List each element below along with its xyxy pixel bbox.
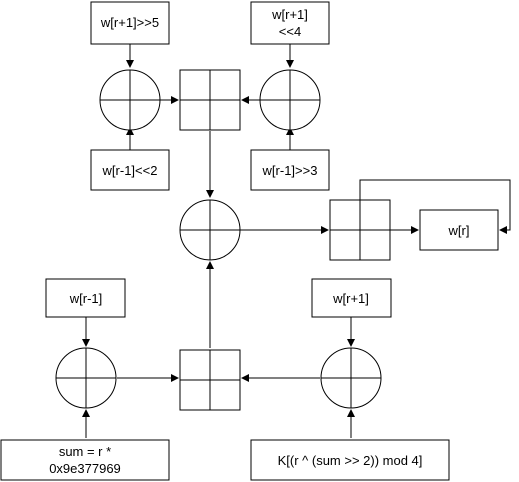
box-sum: sum = r * 0x9e377969 bbox=[0, 439, 170, 481]
box-w-r-text: w[r] bbox=[448, 223, 470, 238]
xor-top-right-icon bbox=[259, 69, 321, 131]
box-w-r1-shr5: w[r+1]>>5 bbox=[90, 1, 170, 45]
connectors bbox=[82, 44, 511, 438]
box-w-r1-text: w[r+1] bbox=[332, 291, 369, 306]
box-w-r1-shl4-line1: w[r+1] bbox=[271, 7, 308, 22]
box-w-r1-shr5-text: w[r+1]>>5 bbox=[100, 15, 159, 30]
box-key: K[(r ^ (sum >> 2)) mod 4] bbox=[250, 439, 450, 481]
box-w-r1-shl4-line2: <<4 bbox=[279, 24, 301, 39]
arrow-w-r-feedback bbox=[359, 179, 511, 234]
add-bottom-icon bbox=[179, 349, 241, 411]
box-sum-line1: sum = r * bbox=[59, 444, 111, 459]
xor-bottom-right-icon bbox=[320, 347, 382, 409]
box-w-r1-shl4: w[r+1] <<4 bbox=[250, 1, 330, 45]
box-key-text: K[(r ^ (sum >> 2)) mod 4] bbox=[278, 453, 423, 468]
box-w-rm1-shr3: w[r-1]>>3 bbox=[250, 149, 330, 191]
xor-center-icon bbox=[179, 199, 241, 261]
box-w-rm1-shl2-text: w[r-1]<<2 bbox=[102, 163, 158, 178]
xor-top-left-icon bbox=[99, 69, 161, 131]
xor-bottom-left-icon bbox=[55, 347, 117, 409]
add-right-icon bbox=[329, 199, 391, 261]
box-w-rm1-text: w[r-1] bbox=[69, 291, 103, 306]
box-w-r1: w[r+1] bbox=[311, 278, 392, 318]
box-w-rm1-shl2: w[r-1]<<2 bbox=[90, 149, 170, 191]
box-sum-line2: 0x9e377969 bbox=[49, 461, 121, 476]
add-top-icon bbox=[179, 69, 241, 131]
box-w-rm1-shr3-text: w[r-1]>>3 bbox=[262, 163, 318, 178]
box-w-rm1: w[r-1] bbox=[45, 278, 126, 318]
box-w-r: w[r] bbox=[419, 209, 499, 251]
